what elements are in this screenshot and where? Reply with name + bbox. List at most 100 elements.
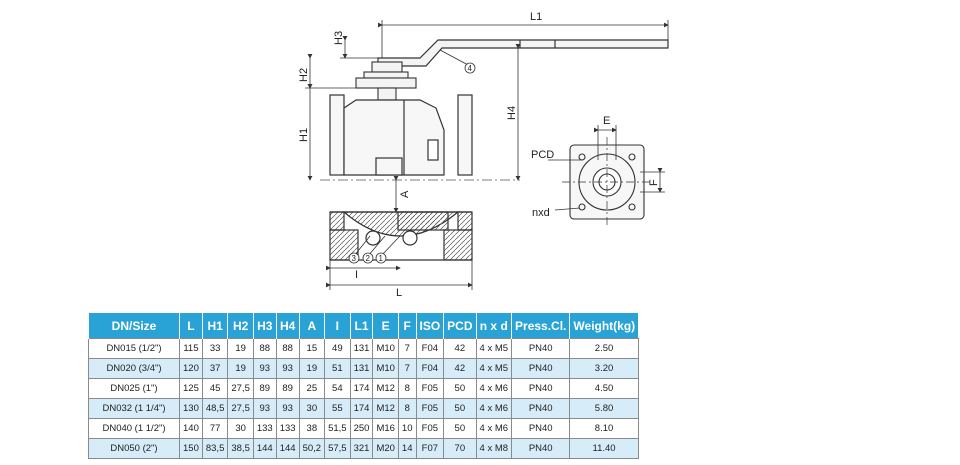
table-cell-size: DN050 (2") xyxy=(88,438,180,459)
table-cell: 11.40 xyxy=(569,438,639,459)
col-header: n x d xyxy=(475,313,512,339)
table-cell: 88 xyxy=(252,338,277,359)
label-i: I xyxy=(355,269,358,281)
table-cell: 38,5 xyxy=(227,438,254,459)
callout-3: 3 xyxy=(352,254,357,263)
table-cell: 25 xyxy=(298,378,326,399)
valve-dimensions-table: DN/Size L H1 H2 H3 H4 A I L1 E F ISO PCD… xyxy=(88,313,639,459)
table-cell: 174 xyxy=(349,398,374,419)
col-header: H2 xyxy=(227,313,254,339)
table-cell: M10 xyxy=(372,358,399,379)
col-header: E xyxy=(372,313,399,339)
col-header: ISO xyxy=(415,313,444,339)
table-cell: 7 xyxy=(397,338,417,359)
table-cell: 55 xyxy=(324,398,351,419)
table-cell: F04 xyxy=(415,358,445,379)
table-cell: F05 xyxy=(415,398,445,419)
table-cell: 50,2 xyxy=(298,438,326,459)
part-callouts xyxy=(348,62,476,264)
table-cell: 83,5 xyxy=(201,438,229,459)
table-cell: 33 xyxy=(201,338,229,359)
table-cell: PN40 xyxy=(511,378,571,399)
table-cell-size: DN032 (1 1/4") xyxy=(88,398,180,419)
label-l1: L1 xyxy=(530,11,542,23)
callout-4: 4 xyxy=(468,64,473,73)
col-header: L xyxy=(179,313,203,339)
col-header: L1 xyxy=(349,313,373,339)
label-h4: H4 xyxy=(506,106,518,120)
table-cell: 133 xyxy=(252,418,277,439)
table-cell: 4 x M6 xyxy=(475,378,513,399)
table-cell: PN40 xyxy=(511,438,571,459)
table-cell: 37 xyxy=(201,358,229,379)
table-cell: M12 xyxy=(372,378,399,399)
col-header: DN/Size xyxy=(88,313,180,339)
table-cell-size: DN040 (1 1/2") xyxy=(88,418,180,439)
table-cell: 8 xyxy=(397,378,417,399)
label-l: L xyxy=(396,287,402,299)
table-cell: 70 xyxy=(443,438,477,459)
label-f: F xyxy=(648,179,660,186)
valve-stem xyxy=(355,61,417,101)
table-cell: 15 xyxy=(298,338,326,359)
table-cell: 89 xyxy=(252,378,277,399)
table-cell-size: DN015 (1/2") xyxy=(88,338,180,359)
col-header: PCD xyxy=(443,313,477,339)
table-cell: 19 xyxy=(227,358,254,379)
label-h2: H2 xyxy=(298,68,310,82)
table-cell: 42 xyxy=(443,338,477,359)
col-header: I xyxy=(324,313,351,339)
label-e: E xyxy=(603,115,610,127)
table-cell: F07 xyxy=(415,438,445,459)
table-cell: 93 xyxy=(275,358,300,379)
valve-body xyxy=(329,94,473,176)
table-cell: 8.10 xyxy=(569,418,639,439)
col-header: A xyxy=(298,313,325,339)
table-cell: 4 x M5 xyxy=(475,358,513,379)
table-cell: 115 xyxy=(179,338,203,359)
col-header: Press.Cl. xyxy=(511,313,570,339)
flange-side-view xyxy=(562,137,652,226)
table-cell: 50 xyxy=(443,398,477,419)
table-cell: 45 xyxy=(201,378,229,399)
table-cell: 7 xyxy=(397,358,417,379)
table-cell: PN40 xyxy=(511,398,571,419)
table-cell: 42 xyxy=(443,358,477,379)
table-cell: 174 xyxy=(349,378,374,399)
table-cell: 93 xyxy=(275,398,300,419)
table-cell: 150 xyxy=(179,438,203,459)
table-cell-size: DN025 (1") xyxy=(88,378,180,399)
table-cell: 144 xyxy=(275,438,300,459)
table-cell: 120 xyxy=(179,358,203,379)
table-cell: M20 xyxy=(372,438,399,459)
table-cell: 50 xyxy=(443,418,477,439)
table-cell: F05 xyxy=(415,378,445,399)
table-cell: 57,5 xyxy=(324,438,351,459)
table-cell: 54 xyxy=(324,378,351,399)
table-cell: 27,5 xyxy=(227,378,254,399)
table-cell: 88 xyxy=(275,338,300,359)
table-cell: 4.50 xyxy=(569,378,639,399)
table-cell: 250 xyxy=(349,418,374,439)
ball-valve-technical-drawing: L1 H3 H2 H1 H4 A I L E F PCD nxd 3 2 1 4 xyxy=(298,11,669,299)
table-cell: 133 xyxy=(275,418,300,439)
table-cell: 93 xyxy=(252,358,277,379)
table-cell: 49 xyxy=(324,338,351,359)
col-header: F xyxy=(397,313,416,339)
table-cell: 4 x M6 xyxy=(475,418,513,439)
valve-body-section xyxy=(329,211,473,261)
table-cell: 130 xyxy=(179,398,203,419)
table-cell: 14 xyxy=(397,438,417,459)
table-cell: 140 xyxy=(179,418,203,439)
label-nxd: nxd xyxy=(532,207,550,219)
table-cell-size: DN020 (3/4") xyxy=(88,358,180,379)
table-cell: M12 xyxy=(372,398,399,419)
table-cell: 10 xyxy=(397,418,417,439)
label-a: A xyxy=(399,190,411,198)
table-cell: F05 xyxy=(415,418,445,439)
